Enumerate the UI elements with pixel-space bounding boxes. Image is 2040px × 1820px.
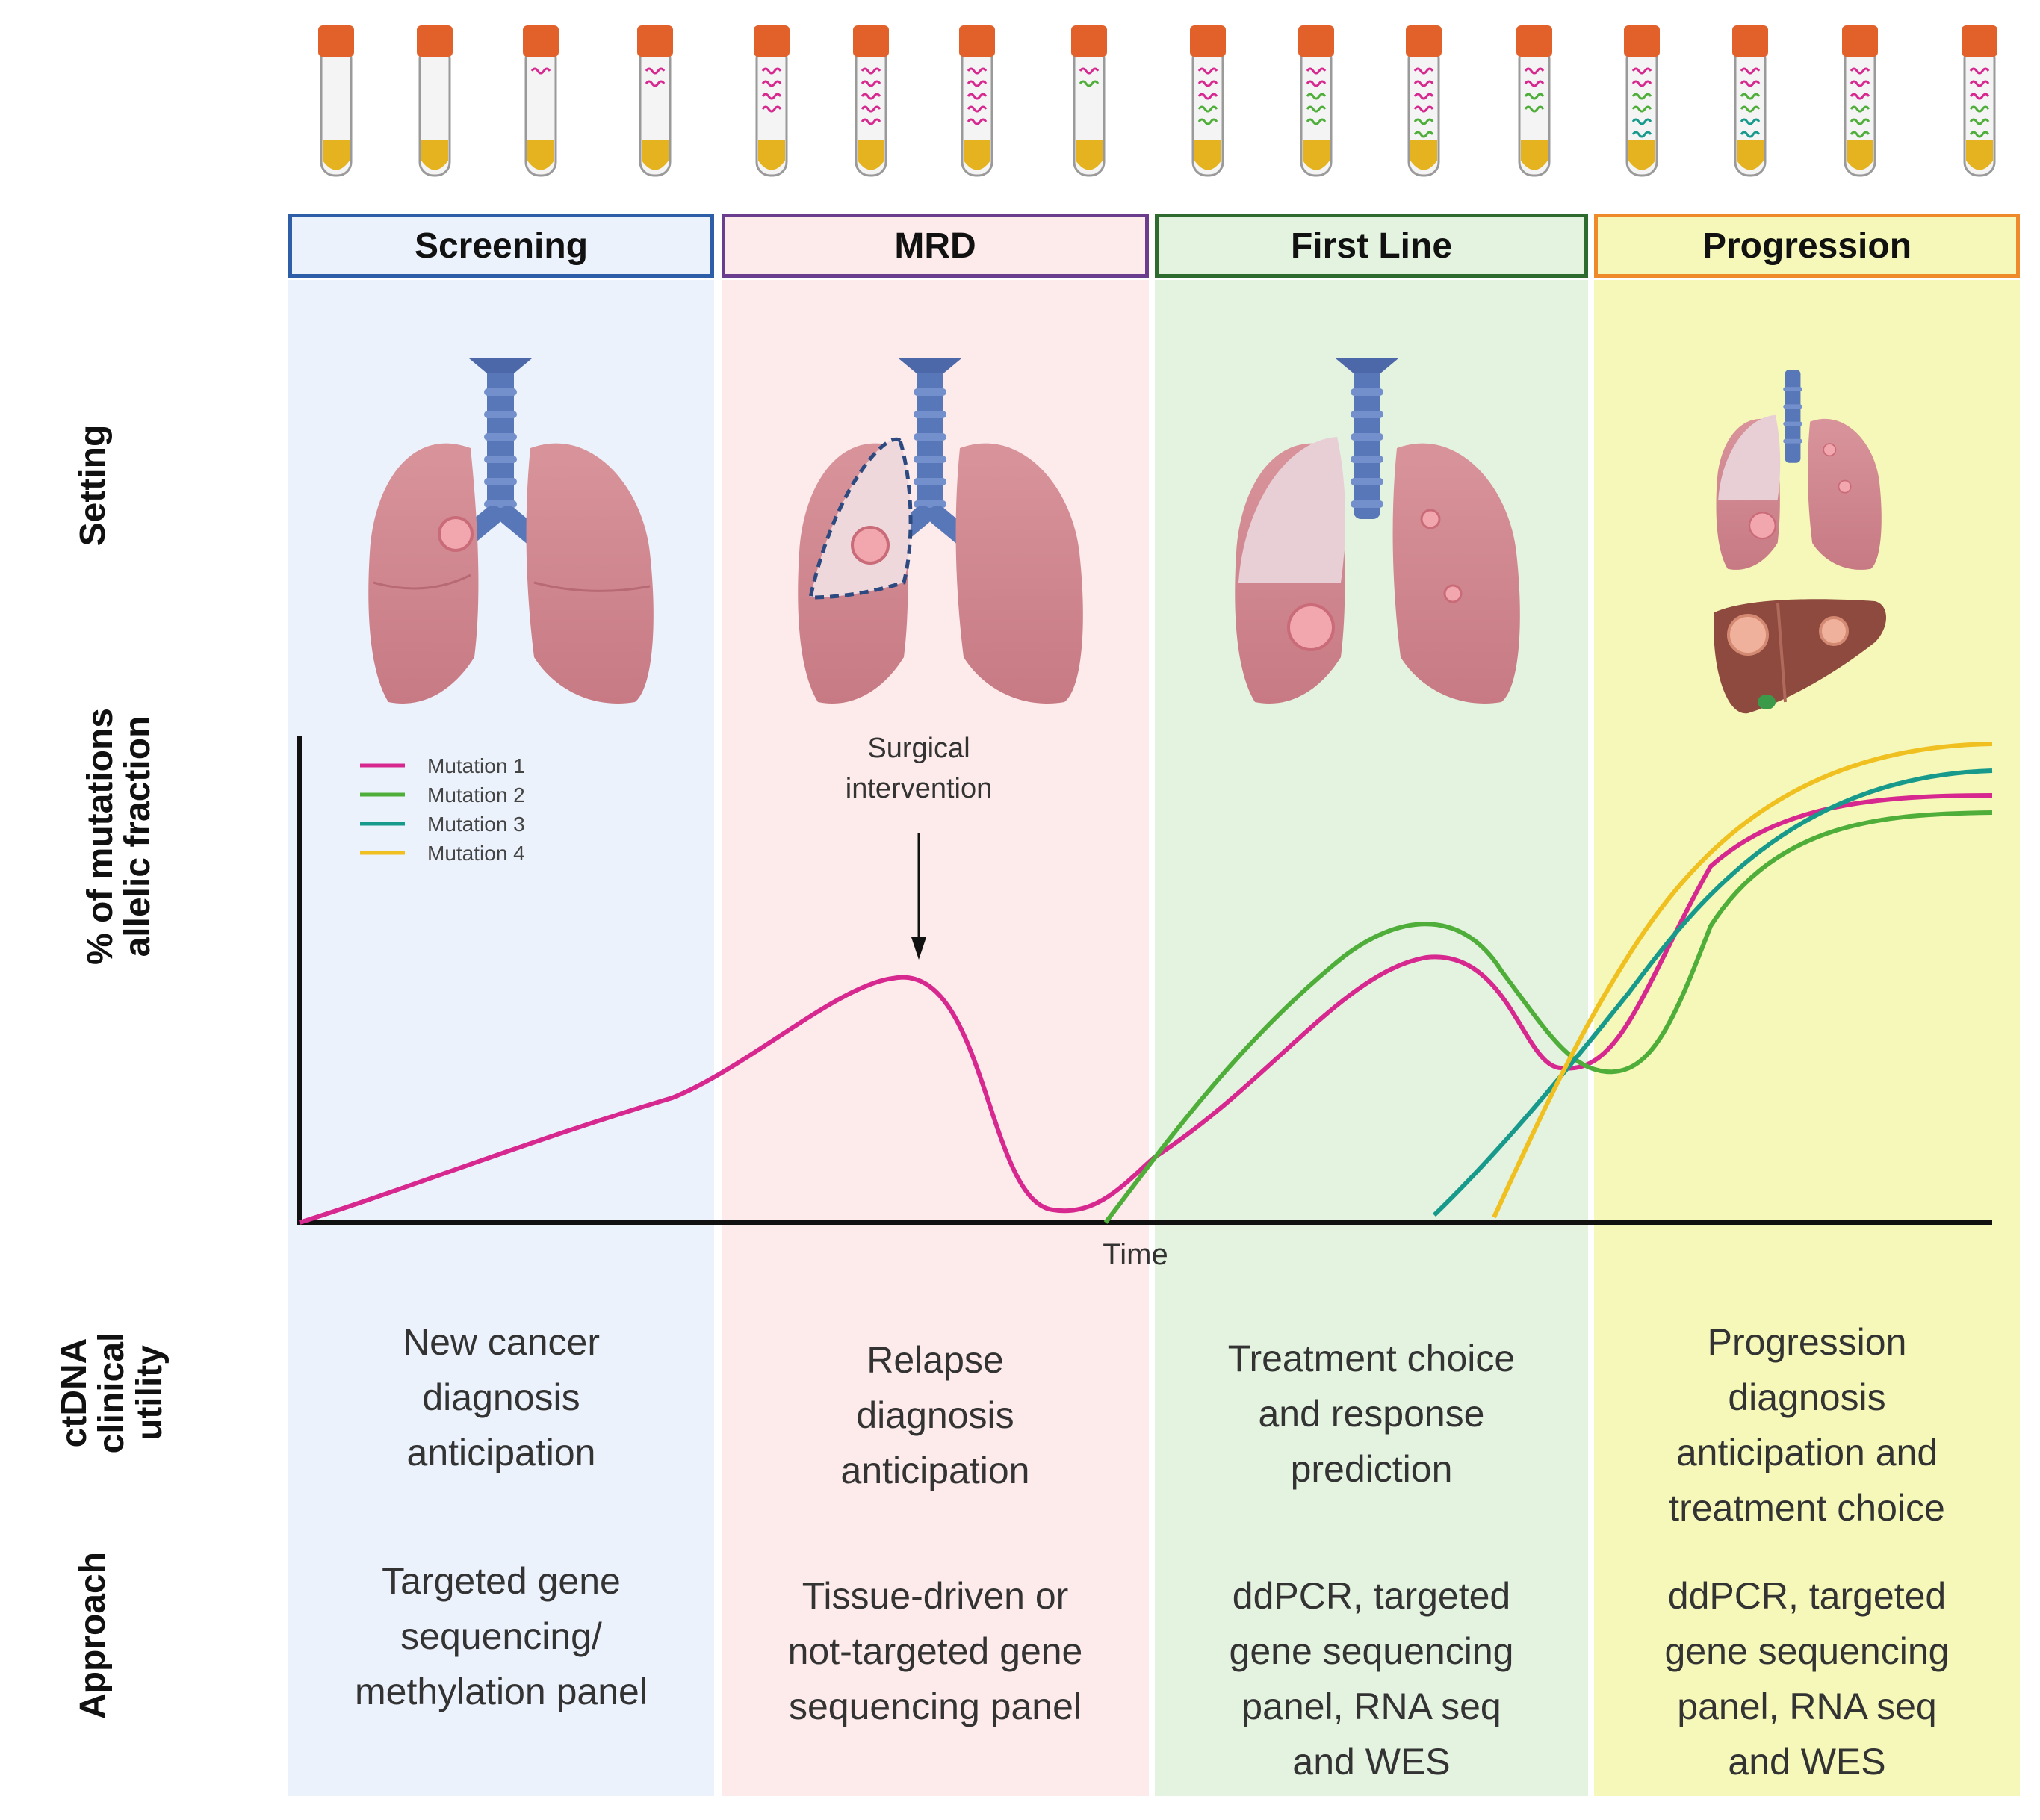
dna-fragment-icon [861, 118, 881, 125]
dna-fragment-icon [761, 80, 782, 87]
dna-fragment-icon [1306, 67, 1327, 75]
dna-fragment-icon [1740, 67, 1761, 75]
blood-tube-icon [959, 25, 995, 177]
dna-fragment-icon [1850, 67, 1870, 75]
approach-screening: Targeted gene sequencing/ methylation pa… [355, 1560, 648, 1712]
dna-fragment-icon [1740, 118, 1761, 125]
approach-first-line: ddPCR, targeted gene sequencing panel, R… [1229, 1575, 1514, 1783]
dna-fragment-icon [1969, 93, 1990, 100]
dna-fragment-icon [1413, 67, 1434, 75]
blood-tube-icon [754, 25, 790, 177]
dna-fragment-icon [1969, 118, 1990, 125]
dna-fragment-icon [645, 80, 666, 87]
dna-fragment-icon [1631, 93, 1652, 100]
dna-fragment-icon [967, 80, 988, 87]
dna-fragment-icon [645, 67, 666, 75]
utility-progression: Progression diagnosis anticipation and t… [1669, 1321, 1945, 1529]
surgical-intervention-label: Surgical intervention [845, 733, 993, 804]
dna-fragment-icon [1631, 80, 1652, 87]
dna-fragment-icon [1197, 93, 1218, 100]
dna-fragment-icon [761, 93, 782, 100]
row-label-setting: Setting [73, 424, 113, 547]
dna-fragment-icon [1079, 80, 1100, 87]
blood-tube-icon [1842, 25, 1878, 177]
dna-fragment-icon [967, 67, 988, 75]
dna-fragment-icon [1969, 67, 1990, 75]
blood-tube-icon [318, 25, 354, 177]
approach-mrd: Tissue-driven or not-targeted gene seque… [787, 1575, 1083, 1727]
dna-fragment-icon [1850, 93, 1870, 100]
dna-fragment-icon [1524, 93, 1545, 100]
dna-fragment-icon [1306, 105, 1327, 113]
dna-fragment-icon [861, 105, 881, 113]
dna-fragment-icon [1850, 105, 1870, 113]
dna-fragment-icon [1631, 131, 1652, 138]
screening-header: Screening [288, 214, 714, 278]
dna-fragment-icon [1524, 80, 1545, 87]
blood-tube-icon [1732, 25, 1768, 177]
dna-fragment-icon [530, 67, 551, 75]
blood-tube-icon [853, 25, 889, 177]
dna-fragment-icon [1413, 93, 1434, 100]
dna-fragment-icon [861, 93, 881, 100]
dna-fragment-icon [1306, 118, 1327, 125]
first-line-header: First Line [1155, 214, 1588, 278]
dna-fragment-icon [1740, 105, 1761, 113]
dna-fragment-icon [1850, 80, 1870, 87]
dna-fragment-icon [761, 105, 782, 113]
dna-fragment-icon [1413, 105, 1434, 113]
mrd-header: MRD [722, 214, 1149, 278]
dna-fragment-icon [1197, 80, 1218, 87]
dna-fragment-icon [1969, 105, 1990, 113]
blood-tube-icon [523, 25, 559, 177]
dna-fragment-icon [861, 67, 881, 75]
blood-tube-icon [1298, 25, 1334, 177]
dna-fragment-icon [1197, 67, 1218, 75]
row-label-clinical-utility: ctDNA clinical utility [55, 1332, 170, 1454]
blood-tube-icon [1962, 25, 1997, 177]
dna-fragment-icon [1413, 131, 1434, 138]
dna-fragment-icon [1413, 80, 1434, 87]
blood-tube-icon [1406, 25, 1442, 177]
blood-tube-icon [417, 25, 453, 177]
dna-fragment-icon [1197, 105, 1218, 113]
approach-progression: ddPCR, targeted gene sequencing panel, R… [1664, 1575, 1950, 1783]
utility-screening: New cancer diagnosis anticipation [403, 1321, 600, 1473]
row-label-approach: Approach [73, 1552, 113, 1720]
dna-fragment-icon [1850, 118, 1870, 125]
dna-fragment-icon [1631, 105, 1652, 113]
dna-fragment-icon [1413, 118, 1434, 125]
dna-fragment-icon [1306, 80, 1327, 87]
dna-fragment-icon [861, 80, 881, 87]
x-axis-label: Time [1103, 1238, 1168, 1271]
blood-tube-icon [1624, 25, 1660, 177]
dna-fragment-icon [967, 118, 988, 125]
utility-mrd: Relapse diagnosis anticipation [840, 1339, 1030, 1491]
dna-fragment-icon [761, 67, 782, 75]
dna-fragment-icon [1306, 93, 1327, 100]
dna-fragment-icon [1631, 118, 1652, 125]
blood-tube-icon [1071, 25, 1107, 177]
row-label-allelic-fraction: % of mutations allelic fraction [81, 708, 158, 965]
dna-fragment-icon [1079, 67, 1100, 75]
dna-fragment-icon [967, 93, 988, 100]
utility-first-line: Treatment choice and response prediction [1227, 1338, 1516, 1490]
dna-fragment-icon [1197, 118, 1218, 125]
blood-tube-icon [637, 25, 673, 177]
blood-tubes [318, 25, 1997, 177]
dna-fragment-icon [1631, 67, 1652, 75]
dna-fragment-icon [967, 105, 988, 113]
dna-fragment-icon [1524, 67, 1545, 75]
progression-header: Progression [1594, 214, 2020, 278]
dna-fragment-icon [1969, 80, 1990, 87]
blood-tube-icon [1190, 25, 1226, 177]
dna-fragment-icon [1850, 131, 1870, 138]
dna-fragment-icon [1969, 131, 1990, 138]
dna-fragment-icon [1740, 80, 1761, 87]
dna-fragment-icon [1740, 131, 1761, 138]
blood-tube-icon [1516, 25, 1552, 177]
dna-fragment-icon [1740, 93, 1761, 100]
dna-fragment-icon [1524, 105, 1545, 113]
